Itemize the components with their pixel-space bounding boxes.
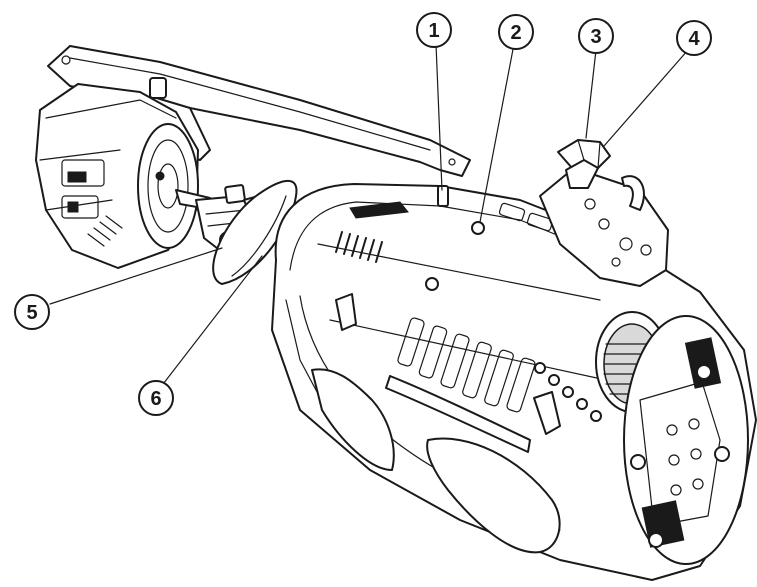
top-indicator-slot [437, 185, 449, 207]
base-unit [35, 77, 199, 269]
wheel-disc [212, 179, 298, 285]
leader-lines [49, 43, 689, 389]
callout-5-label: 5 [26, 302, 37, 324]
callout-5: 5 [14, 294, 50, 330]
callout-4-label: 4 [688, 28, 700, 50]
side-slots [397, 317, 536, 413]
callout-6-label: 6 [150, 388, 161, 410]
head-body [271, 183, 757, 581]
callout-3-label: 3 [590, 26, 601, 48]
callout-2: 2 [498, 14, 534, 50]
front-plate [623, 315, 749, 565]
locking-knob [557, 139, 611, 189]
callout-1-label: 1 [428, 20, 439, 42]
callout-2-label: 2 [510, 22, 521, 44]
callout-3: 3 [578, 18, 614, 54]
callout-4: 4 [676, 20, 712, 56]
side-nuts [534, 362, 602, 422]
top-screw [471, 221, 485, 235]
callout-6: 6 [138, 380, 174, 416]
rear-vent [335, 201, 409, 263]
callout-1: 1 [416, 12, 452, 48]
mounting-bracket [539, 139, 669, 287]
